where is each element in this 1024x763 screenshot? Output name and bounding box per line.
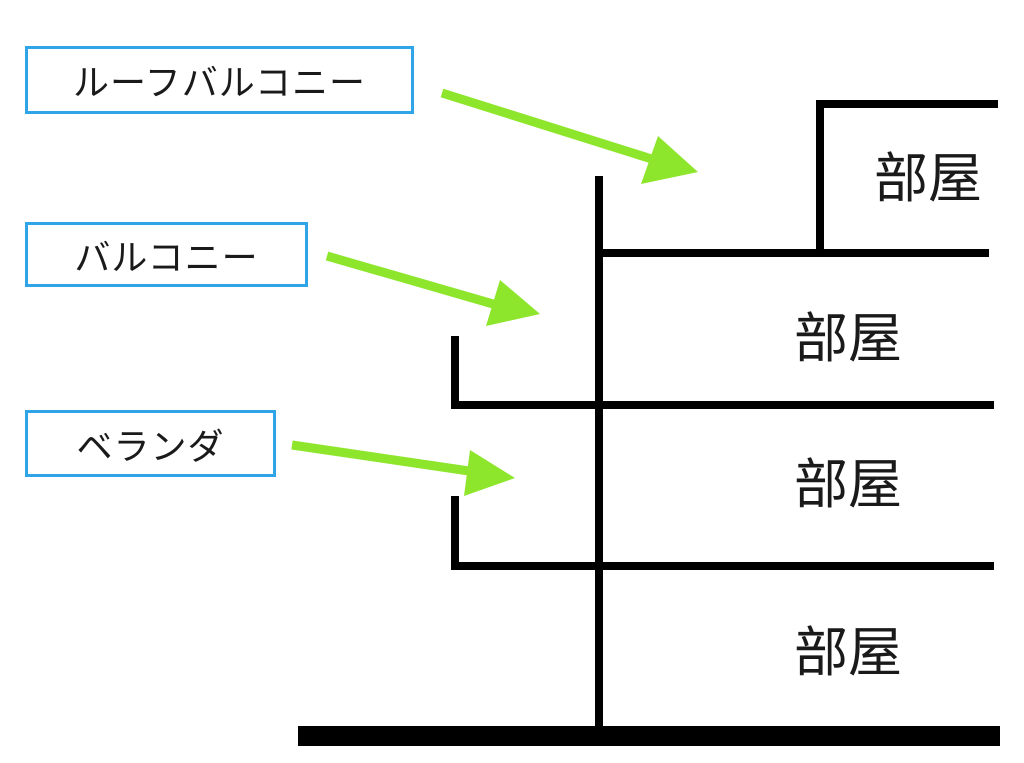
pointer-arrows — [291, 88, 698, 496]
room-label-first-floor: 部屋 — [794, 621, 902, 684]
balcony-arrow-head — [486, 280, 540, 326]
room-label-third-floor: 部屋 — [794, 307, 902, 370]
balcony-arrow-shaft — [325, 251, 502, 311]
veranda-arrow-shaft — [291, 440, 477, 477]
veranda-arrow-head — [464, 450, 515, 496]
veranda-label: ベランダ — [25, 410, 276, 477]
building-structure — [298, 100, 1000, 746]
room-label-second-floor: 部屋 — [794, 453, 902, 516]
roof-balcony-arrow-head — [641, 136, 698, 184]
roof-balcony-arrow-shaft — [440, 88, 660, 166]
room-label-top-floor: 部屋 — [874, 147, 982, 210]
roof-balcony-label: ルーフバルコニー — [25, 46, 414, 114]
balcony-label: バルコニー — [25, 222, 308, 287]
